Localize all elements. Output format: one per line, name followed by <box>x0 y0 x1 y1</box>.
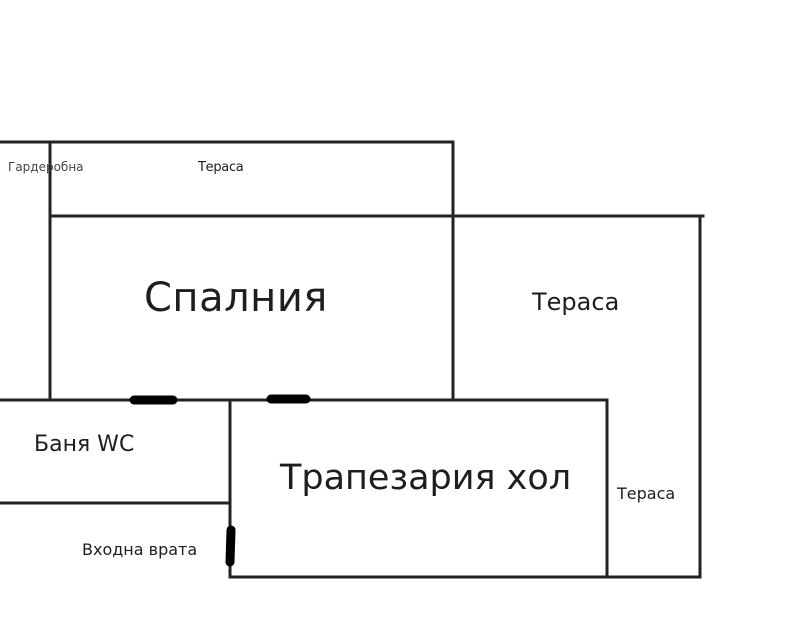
door-entrance <box>225 525 236 567</box>
entrance-door-label: Входна врата <box>82 540 198 559</box>
room-label-wardrobe: Гардеробна <box>8 160 84 174</box>
room-label-bathroom: Баня WC <box>34 432 135 457</box>
room-label-side-terrace: Тераса <box>617 484 676 503</box>
room-label-top-terrace: Тераса <box>198 160 244 175</box>
room-label-dining-hall: Трапезария хол <box>280 458 572 498</box>
room-label-right-terrace: Тераса <box>532 288 620 316</box>
room-label-bedroom: Спалния <box>144 275 328 321</box>
